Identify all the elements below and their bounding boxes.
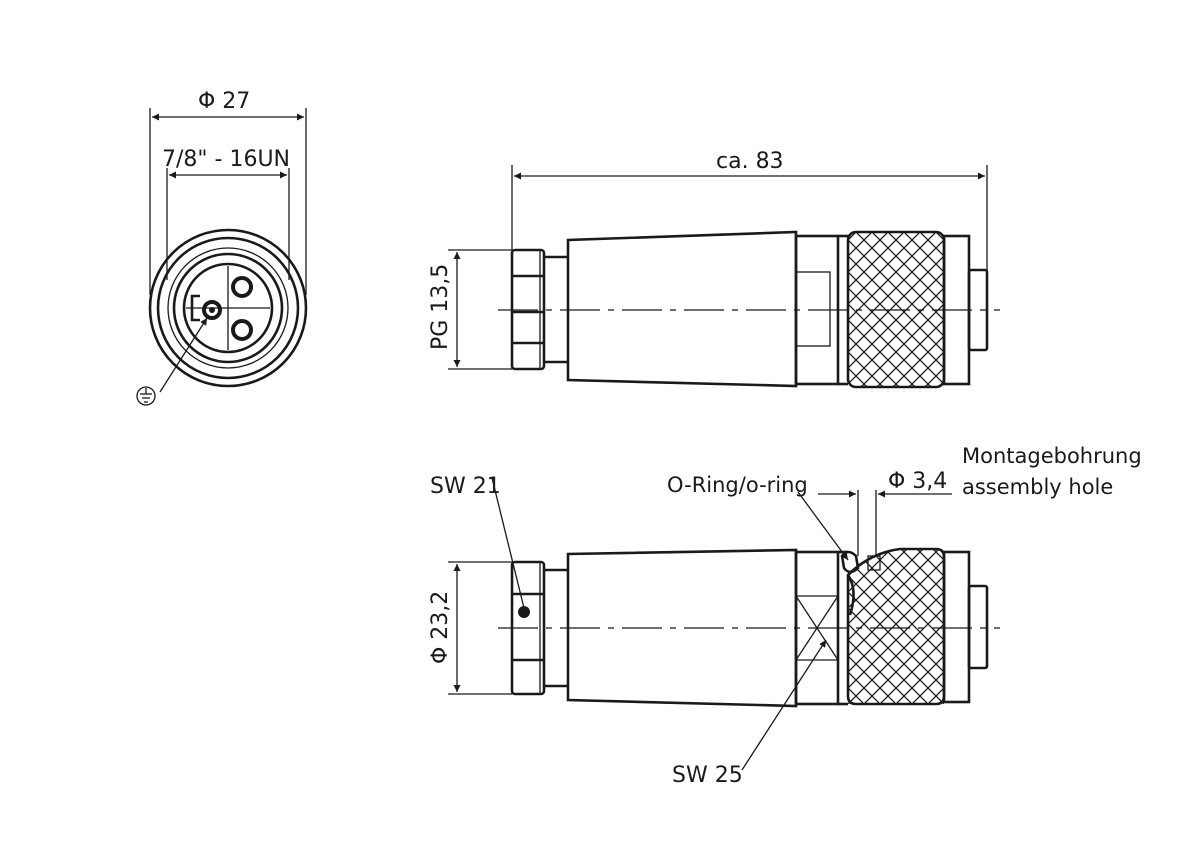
oring-label: O-Ring/o-ring — [667, 473, 808, 497]
tapered-body — [566, 230, 798, 388]
sw21-leader — [491, 477, 525, 609]
knurled-ring-bottom-fill — [848, 549, 944, 704]
side-view-bottom: Φ 23,2 SW 21 SW 25 O-Ring/o-ring Φ 3,4 M… — [428, 444, 1142, 788]
diameter-label: Φ 23,2 — [428, 591, 453, 664]
length-label: ca. 83 — [716, 149, 784, 174]
front-ring-3 — [167, 247, 289, 369]
front-pin-2 — [231, 319, 253, 341]
sw25-leader — [741, 639, 827, 771]
front-pin-ground — [202, 300, 222, 320]
front-ring-2 — [156, 236, 300, 380]
cable-gland-label: PG 13,5 — [428, 264, 453, 350]
front-keyway — [190, 294, 200, 322]
ground-leader — [159, 317, 208, 393]
front-pin-socket-bottom — [967, 584, 989, 670]
hole-diameter-label: Φ 3,4 — [888, 469, 947, 494]
front-pin-ground-center — [209, 307, 215, 313]
front-end-bottom — [942, 550, 971, 704]
thread-label: 7/8" - 16UN — [162, 147, 290, 172]
front-insert — [182, 262, 274, 354]
front-outer-ring — [148, 228, 308, 388]
collar-flat — [795, 271, 831, 347]
wrench-nut-label: SW 21 — [430, 474, 501, 499]
side-view-top: ca. 83 PG 13,5 — [428, 149, 1000, 389]
nut-marker-dot — [518, 606, 530, 618]
ground-symbol-icon — [136, 386, 156, 406]
mounting-hole-label-de: Montagebohrung — [962, 444, 1142, 468]
outer-diameter-label: Φ 27 — [198, 89, 250, 114]
front-view: Φ 27 7/8" - 16UN — [136, 89, 308, 406]
tapered-body-bottom — [566, 548, 798, 708]
knurl-cutaway-edge — [846, 574, 855, 616]
front-ring-4 — [172, 252, 284, 364]
front-pin-1 — [231, 276, 253, 298]
wrench-body-label: SW 25 — [672, 763, 743, 788]
mounting-hole-label-en: assembly hole — [962, 475, 1113, 499]
oring-leader — [797, 491, 849, 561]
